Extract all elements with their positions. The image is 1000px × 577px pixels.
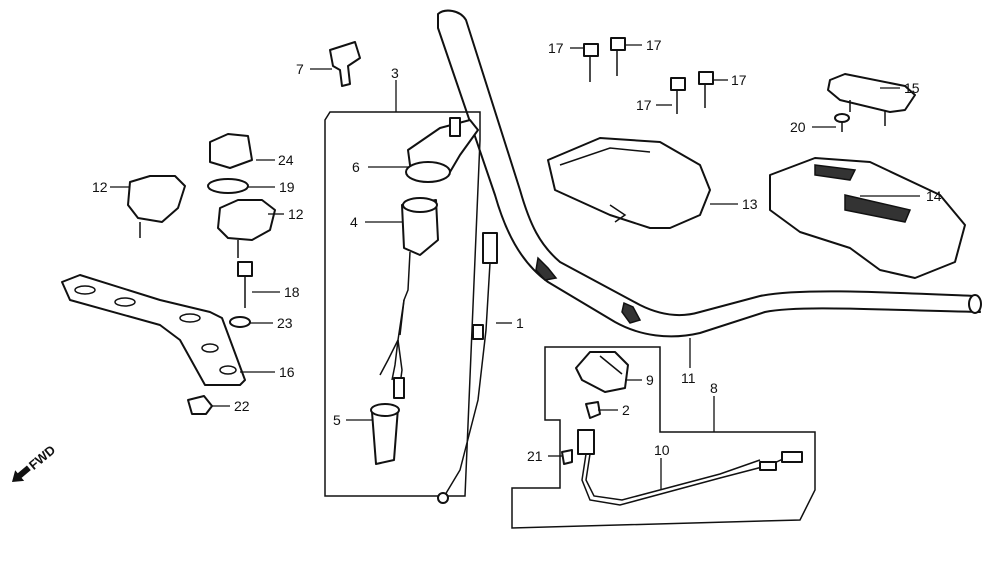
callout-1: 1 xyxy=(516,315,524,331)
assembly-box-8 xyxy=(511,346,816,529)
callout-2: 2 xyxy=(622,402,630,418)
callout-12-left: 12 xyxy=(92,179,108,195)
clamp-15 xyxy=(827,73,916,126)
bracket-plate xyxy=(61,274,246,386)
handlebar xyxy=(437,9,982,338)
callout-10: 10 xyxy=(654,442,670,458)
screw-21 xyxy=(561,449,573,465)
callout-17-d: 17 xyxy=(731,72,747,88)
switch-body xyxy=(379,197,439,399)
callout-6: 6 xyxy=(352,159,360,175)
boot-cap xyxy=(370,403,400,465)
callout-19: 19 xyxy=(279,179,295,195)
holder-right xyxy=(217,199,276,258)
bolt-20 xyxy=(834,113,850,132)
callout-3: 3 xyxy=(391,65,399,81)
callout-14: 14 xyxy=(926,188,942,204)
ignition-switch xyxy=(405,117,479,183)
cap-nut xyxy=(209,133,253,169)
screw-2 xyxy=(585,401,601,419)
callout-22: 22 xyxy=(234,398,250,414)
callout-11: 11 xyxy=(681,370,696,386)
wire-harness xyxy=(577,429,803,506)
nut-22 xyxy=(187,395,213,415)
callout-17-b: 17 xyxy=(646,37,662,53)
fwd-indicator: FWD xyxy=(12,442,58,482)
switch-9 xyxy=(575,351,629,393)
bolt-18 xyxy=(237,261,253,308)
callout-16: 16 xyxy=(279,364,295,380)
callout-numbers: 7 3 6 4 5 1 24 19 12 12 18 23 16 22 17 1… xyxy=(92,37,942,464)
callout-21: 21 xyxy=(527,448,543,464)
fwd-arrow-icon xyxy=(12,465,31,482)
upper-cover xyxy=(547,137,711,229)
assembly-box-3 xyxy=(324,111,481,497)
holder-left xyxy=(127,175,186,238)
callout-24: 24 xyxy=(278,152,294,168)
key xyxy=(329,41,361,87)
callout-9: 9 xyxy=(646,372,654,388)
fwd-label: FWD xyxy=(26,442,58,473)
meter-cover xyxy=(769,157,966,279)
callout-18: 18 xyxy=(284,284,300,300)
callout-4: 4 xyxy=(350,214,358,230)
bolts-17 xyxy=(583,37,714,114)
cable xyxy=(437,232,498,504)
leader-lines xyxy=(110,44,920,490)
washer-19 xyxy=(207,178,249,194)
callout-15: 15 xyxy=(904,80,920,96)
callout-13: 13 xyxy=(742,196,758,212)
callout-8: 8 xyxy=(710,380,718,396)
callout-5: 5 xyxy=(333,412,341,428)
callout-12-right: 12 xyxy=(288,206,304,222)
washer-23 xyxy=(229,316,251,328)
callout-23: 23 xyxy=(277,315,293,331)
callout-17-c: 17 xyxy=(636,97,652,113)
callout-20: 20 xyxy=(790,119,806,135)
callout-7: 7 xyxy=(296,61,304,77)
callout-17-a: 17 xyxy=(548,40,564,56)
